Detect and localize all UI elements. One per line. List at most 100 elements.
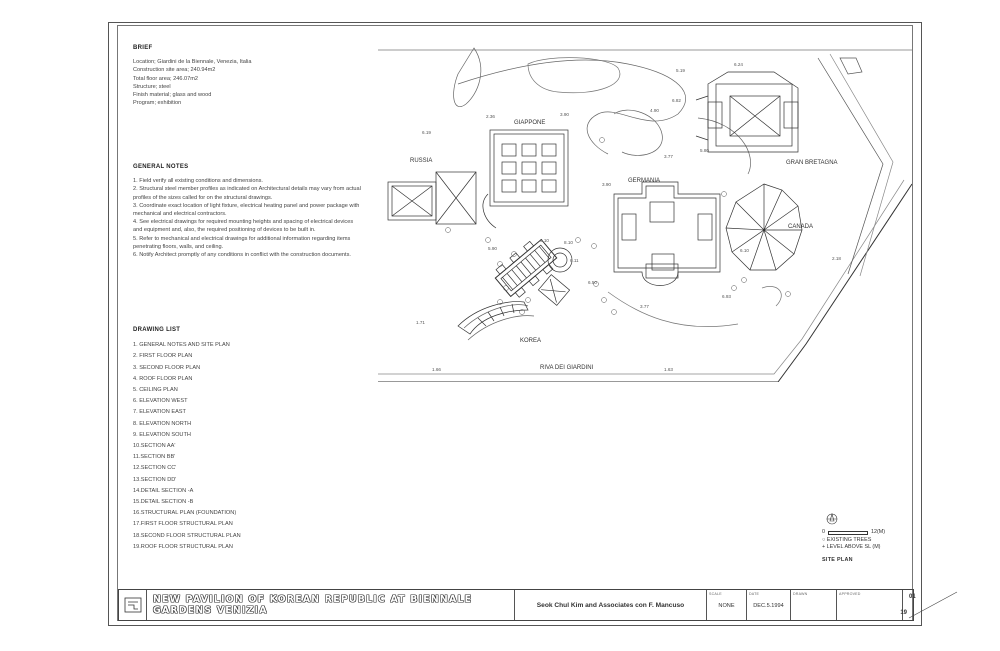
drawing-list-item: 4. ROOF FLOOR PLAN: [133, 375, 193, 382]
level-marker: 6.10: [540, 238, 549, 243]
legend-existing-trees: ○ EXISTING TREES: [822, 537, 912, 544]
level-marker: 1.66: [432, 367, 441, 372]
approved-cell: APPROVED: [837, 590, 903, 620]
brief-title: BRIEF: [133, 45, 153, 51]
site-plan-drawing: RUSSIA GIAPPONE GERMANIA GRAN BRETAGNA C…: [378, 47, 912, 382]
scale-cell: SCALE NONE: [707, 590, 747, 620]
level-marker: 1.71: [416, 320, 425, 325]
label-russia: RUSSIA: [410, 158, 432, 164]
sheet-divider: [908, 591, 958, 619]
brief-line: Construction site area; 240.94m2: [133, 67, 216, 74]
level-marker: 3.90: [560, 112, 569, 117]
drawing-sheet-border: [108, 22, 922, 626]
brief-section: BRIEF Location; Giardini de la Biennale,…: [133, 44, 353, 107]
sheet-total: 19: [900, 610, 907, 616]
level-marker: 5.80: [700, 148, 709, 153]
drawing-list-item: 17.FIRST FLOOR STRUCTURAL PLAN: [133, 521, 233, 528]
general-notes-title: GENERAL NOTES: [133, 164, 189, 170]
level-marker: 3.77: [664, 154, 673, 159]
brief-line: Program; exhibition: [133, 100, 182, 107]
level-marker: 3.90: [602, 182, 611, 187]
scale-start: 0: [822, 529, 825, 536]
drawing-list-item: 16.STRUCTURAL PLAN (FOUNDATION): [133, 510, 237, 517]
scale-value: NONE: [718, 603, 735, 609]
brief-line: Finish material; glass and wood: [133, 92, 212, 99]
drawing-list-item: 5. CEILING PLAN: [133, 387, 178, 394]
drawing-list-item: 10.SECTION AA': [133, 443, 176, 450]
drawing-list-item: 9. ELEVATION SOUTH: [133, 431, 191, 438]
label-korea: KOREA: [520, 338, 541, 344]
drawing-list-item: 1. GENERAL NOTES AND SITE PLAN: [133, 342, 230, 349]
title-block: NEW PAVILION OF KOREAN REPUBLIC AT BIENN…: [118, 589, 958, 621]
drawing-list-item: 18.SECOND FLOOR STRUCTURAL PLAN: [133, 532, 241, 539]
title-block-logo: [119, 590, 147, 620]
scale-bar: 0 12(M): [822, 529, 912, 536]
level-marker: 6.19: [422, 130, 431, 135]
legend-level-label: LEVEL ABOVE SL (M): [826, 544, 881, 551]
tree-icon: ○: [822, 536, 826, 543]
drawing-list-item: 7. ELEVATION EAST: [133, 409, 186, 416]
scale-end: 12(M): [871, 529, 886, 536]
date-label: DATE: [749, 592, 760, 596]
level-marker: 6.93: [722, 294, 731, 299]
logo-icon: [124, 597, 141, 613]
level-marker: 5.90: [488, 246, 497, 251]
level-icon: +: [822, 544, 826, 551]
scale-label: SCALE: [709, 592, 722, 596]
drawing-list-item: 14.DETAIL SECTION -A: [133, 487, 194, 494]
note-item: 2. Structural steel member profiles as i…: [133, 186, 361, 201]
label-germania: GERMANIA: [628, 178, 660, 184]
legend-existing-trees-label: EXISTING TREES: [826, 536, 872, 543]
sheet-number-cell: 01 19: [900, 590, 958, 620]
firm-name: Seok Chul Kim and Associates con F. Manc…: [515, 590, 707, 620]
drawing-list-item: 12.SECTION CC': [133, 465, 177, 472]
note-item: 6. Notify Architect promptly of any cond…: [133, 252, 351, 259]
note-item: 5. Refer to mechanical and electrical dr…: [133, 235, 351, 250]
drawing-list-section: DRAWING LIST 1. GENERAL NOTES AND SITE P…: [133, 326, 333, 553]
level-marker: 5.19: [676, 68, 685, 73]
label-gran-bretagna: GRAN BRETAGNA: [786, 160, 838, 166]
level-marker: 6.82: [672, 98, 681, 103]
level-marker: 6.10: [740, 248, 749, 253]
level-marker: 8.10: [564, 240, 573, 245]
drawing-list-item: 15.DETAIL SECTION -B: [133, 499, 194, 506]
level-marker: 6.50: [588, 280, 597, 285]
note-item: 4. See electrical drawings for required …: [133, 219, 354, 234]
brief-line: Location; Giardini de la Biennale, Venez…: [133, 59, 252, 66]
scale-bar-line: [828, 531, 868, 536]
drawing-list-item: 6. ELEVATION WEST: [133, 398, 188, 405]
date-cell: DATE DEC.5.1994: [747, 590, 791, 620]
label-riva-dei-giardini: RIVA DEI GIARDINI: [540, 365, 594, 371]
level-marker: 3.77: [640, 304, 649, 309]
project-title: NEW PAVILION OF KOREAN REPUBLIC AT BIENN…: [147, 590, 515, 620]
sheet-number: 01: [909, 594, 916, 600]
drawing-list-item: 13.SECTION DD': [133, 476, 177, 483]
legend-level: + LEVEL ABOVE SL (M): [822, 544, 912, 551]
level-marker: 2.36: [486, 114, 495, 119]
date-value: DEC.5.1994: [753, 603, 784, 609]
level-marker: 4.90: [650, 108, 659, 113]
brief-line: Structure; steel: [133, 83, 171, 90]
drawing-list-item: 8. ELEVATION NORTH: [133, 420, 192, 427]
approved-label: APPROVED: [839, 592, 861, 596]
north-arrow-icon: [826, 512, 838, 525]
drawing-list-item: 11.SECTION BB': [133, 454, 176, 461]
drawing-list-item: 2. FIRST FLOOR PLAN: [133, 353, 193, 360]
label-canada: CANADA: [788, 224, 813, 230]
drawing-list-item: 19.ROOF FLOOR STRUCTURAL PLAN: [133, 543, 233, 550]
level-marker: 1.63: [664, 367, 673, 372]
general-notes-section: GENERAL NOTES 1. Field verify all existi…: [133, 163, 363, 259]
site-plan-title: SITE PLAN: [822, 556, 853, 563]
note-item: 3. Coordinate exact location of light fi…: [133, 202, 360, 218]
label-giappone: GIAPPONE: [514, 120, 545, 126]
drawing-list-title: DRAWING LIST: [133, 327, 181, 333]
drawn-cell: DRAWN: [791, 590, 837, 620]
drawing-list-item: 3. SECOND FLOOR PLAN: [133, 364, 201, 371]
level-marker: 6.24: [734, 62, 743, 67]
note-item: 1. Field verify all existing conditions …: [133, 178, 263, 185]
drawn-label: DRAWN: [793, 592, 808, 596]
site-plan: RUSSIA GIAPPONE GERMANIA GRAN BRETAGNA C…: [378, 44, 912, 382]
site-plan-legend: 0 12(M) ○ EXISTING TREES + LEVEL ABOVE S…: [822, 512, 912, 564]
level-marker: 6.11: [570, 258, 579, 263]
brief-line: Total floor area; 246.07m2: [133, 75, 198, 82]
